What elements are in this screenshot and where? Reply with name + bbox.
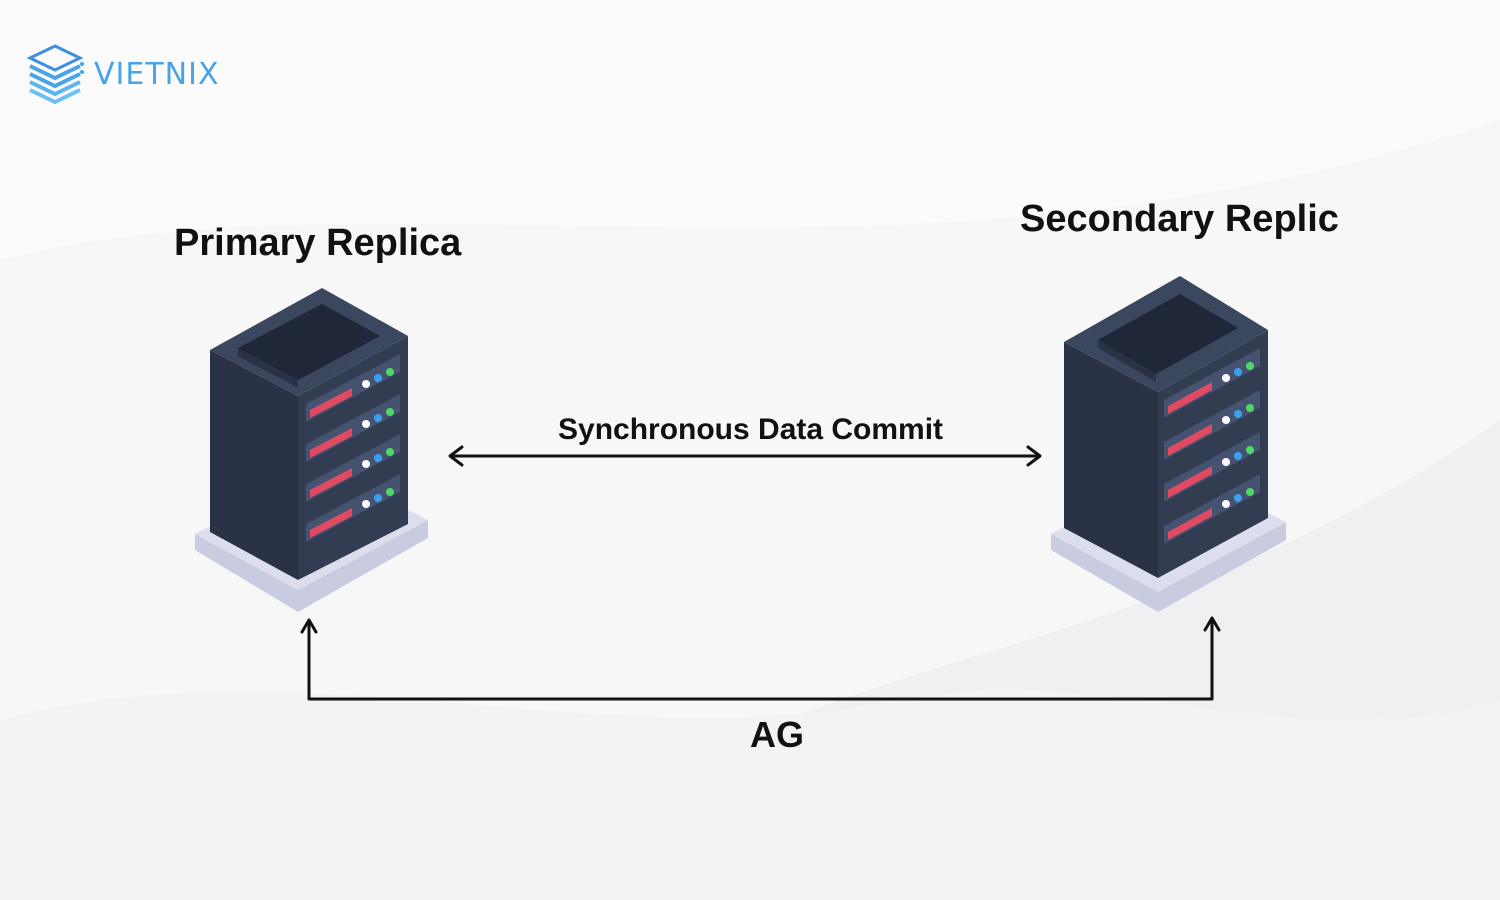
drive-bay (306, 434, 400, 502)
drive-bay (1164, 432, 1260, 502)
ag-label: AG (750, 714, 804, 755)
vietnix-logo: VIETNIX (24, 42, 220, 106)
drive-bay (1164, 348, 1260, 418)
sync-commit-label: Synchronous Data Commit (558, 413, 944, 446)
primary-server-icon (195, 288, 428, 612)
logo-text: VIETNIX (94, 56, 220, 92)
primary-replica-title: Primary Replica (174, 222, 462, 264)
drive-bay (1164, 474, 1260, 544)
drive-bay (306, 474, 400, 542)
ag-bracket-arrow (300, 616, 1221, 701)
drive-bay (306, 394, 400, 462)
secondary-server-icon (1051, 276, 1286, 612)
stacked-layers-logo-icon (26, 44, 84, 105)
drive-bay (306, 354, 400, 422)
secondary-replica-title: Secondary Replic (1020, 198, 1339, 240)
drive-bay (1164, 390, 1260, 460)
sync-double-arrow (448, 445, 1042, 467)
